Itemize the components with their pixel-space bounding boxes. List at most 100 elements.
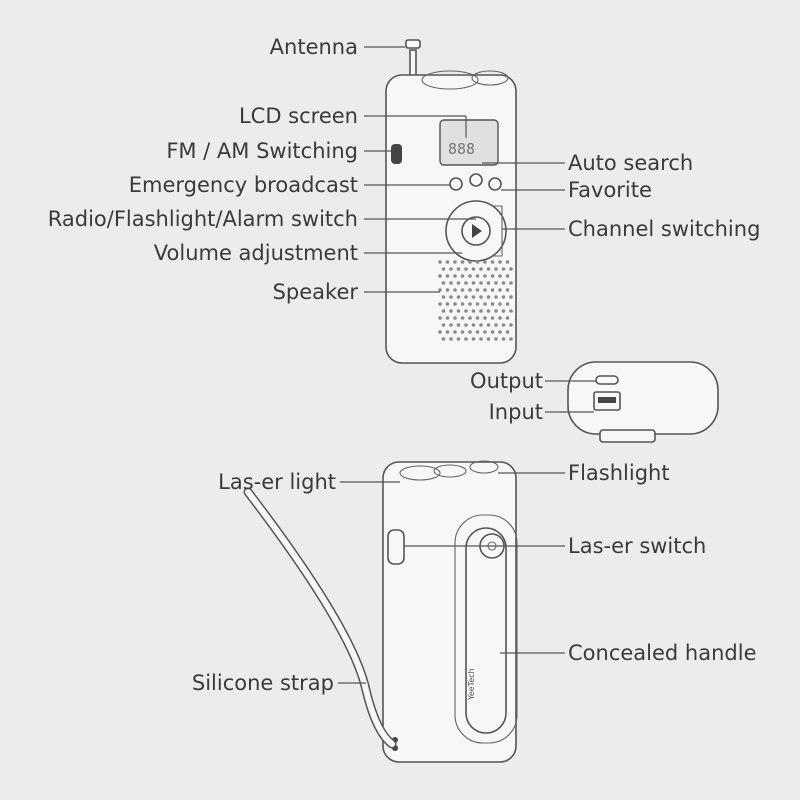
speaker-hole <box>490 330 495 334</box>
speaker-hole <box>483 260 487 264</box>
speaker-hole <box>471 309 476 313</box>
speaker-hole <box>471 281 476 285</box>
speaker-hole <box>505 302 510 306</box>
label-auto-search: Auto search <box>568 151 693 175</box>
usb-c-output-port[interactable] <box>595 375 619 385</box>
label-flashlight: Flashlight <box>568 461 670 485</box>
speaker-hole <box>464 267 468 271</box>
speaker-hole <box>509 295 513 299</box>
speaker-hole <box>509 323 513 327</box>
speaker-hole <box>498 316 502 320</box>
speaker-hole <box>498 302 502 306</box>
port-panel <box>567 361 719 435</box>
speaker-hole <box>456 267 461 271</box>
label-volume-adjustment: Volume adjustment <box>154 241 358 265</box>
speaker-hole <box>486 309 491 313</box>
silicone-strap <box>243 487 397 749</box>
speaker-hole <box>490 316 495 320</box>
favorite-button[interactable] <box>488 177 502 191</box>
speaker-hole <box>475 330 480 334</box>
laser-light-lens <box>399 465 441 481</box>
speaker-hole <box>456 309 461 313</box>
speaker-hole <box>438 260 442 264</box>
emergency-button[interactable] <box>449 177 463 191</box>
speaker-hole <box>468 302 472 306</box>
label-output: Output <box>470 369 543 393</box>
speaker-hole <box>449 337 453 341</box>
speaker-hole <box>449 323 453 327</box>
speaker-hole <box>494 281 498 285</box>
speaker-hole <box>438 330 442 334</box>
speaker-hole <box>505 260 510 264</box>
speaker-grille <box>438 260 513 341</box>
speaker-hole <box>494 323 498 327</box>
speaker-hole <box>453 302 457 306</box>
label-laser-light: Las-er light <box>218 470 336 494</box>
speaker-hole <box>475 288 480 292</box>
speaker-hole <box>453 330 457 334</box>
speaker-hole <box>494 309 498 313</box>
speaker-hole <box>475 302 480 306</box>
laser-switch[interactable] <box>387 529 405 565</box>
speaker-hole <box>460 316 465 320</box>
speaker-hole <box>460 260 465 264</box>
speaker-hole <box>475 274 480 278</box>
speaker-hole <box>475 316 480 320</box>
speaker-hole <box>490 288 495 292</box>
speaker-hole <box>453 288 457 292</box>
speaker-hole <box>498 288 502 292</box>
speaker-hole <box>456 323 461 327</box>
speaker-hole <box>468 260 472 264</box>
speaker-hole <box>438 316 442 320</box>
label-emergency-broadcast: Emergency broadcast <box>129 173 358 197</box>
speaker-hole <box>486 267 491 271</box>
speaker-hole <box>453 316 457 320</box>
speaker-hole <box>453 260 457 264</box>
usb-port-tongue <box>598 397 616 403</box>
speaker-hole <box>505 274 510 278</box>
speaker-hole <box>438 274 442 278</box>
speaker-hole <box>509 337 513 341</box>
speaker-hole <box>460 302 465 306</box>
speaker-hole <box>445 302 450 306</box>
radio-back-view: YeeTech <box>382 460 518 763</box>
speaker-hole <box>468 274 472 278</box>
speaker-hole <box>486 295 491 299</box>
speaker-hole <box>468 288 472 292</box>
speaker-hole <box>441 323 446 327</box>
flashlight-lens <box>469 460 499 474</box>
speaker-hole <box>471 267 476 271</box>
speaker-hole <box>490 274 495 278</box>
speaker-hole <box>479 323 483 327</box>
lcd-digits: 888 <box>448 140 475 158</box>
speaker-hole <box>501 295 506 299</box>
speaker-hole <box>494 267 498 271</box>
speaker-hole <box>445 274 450 278</box>
speaker-hole <box>471 337 476 341</box>
label-mode-switch: Radio/Flashlight/Alarm switch <box>48 207 358 231</box>
speaker-hole <box>460 288 465 292</box>
speaker-hole <box>483 330 487 334</box>
speaker-hole <box>479 337 483 341</box>
speaker-hole <box>445 260 450 264</box>
speaker-hole <box>445 288 450 292</box>
concealed-handle[interactable] <box>465 527 507 734</box>
fm-am-switch[interactable] <box>391 144 402 164</box>
speaker-hole <box>449 267 453 271</box>
auto-search-button[interactable] <box>469 173 483 187</box>
channel-bracket <box>492 205 503 257</box>
speaker-hole <box>498 330 502 334</box>
brand-logo-text: YeeTech <box>467 668 476 701</box>
speaker-hole <box>498 274 502 278</box>
speaker-hole <box>505 316 510 320</box>
speaker-hole <box>460 330 465 334</box>
speaker-hole <box>479 309 483 313</box>
speaker-hole <box>449 295 453 299</box>
speaker-hole <box>464 337 468 341</box>
speaker-hole <box>486 323 491 327</box>
speaker-hole <box>498 260 502 264</box>
speaker-hole <box>501 323 506 327</box>
antenna-tip <box>405 39 421 49</box>
speaker-hole <box>483 274 487 278</box>
